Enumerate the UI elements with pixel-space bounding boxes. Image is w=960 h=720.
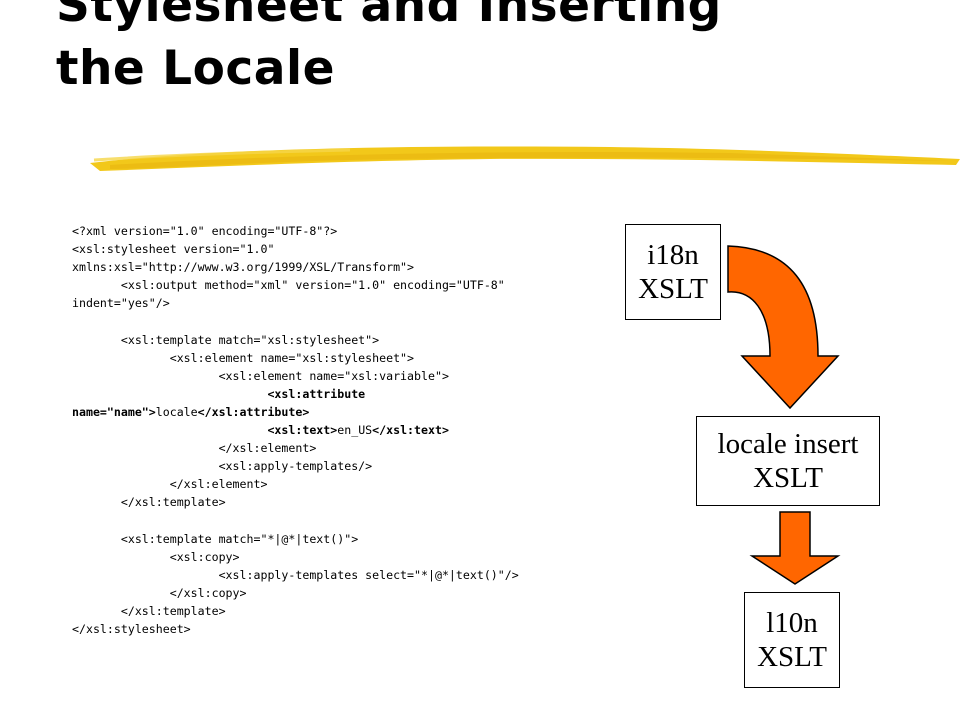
code-line: <xsl:stylesheet version="1.0" [72,242,275,257]
code-line: <xsl:apply-templates/> [72,459,373,474]
code-line: indent="yes"/> [72,296,170,311]
code-line: </xsl:element> [72,441,317,456]
title-line-1: Stylesheet and Inserting [56,0,722,33]
l10n-xslt-box: l10n XSLT [744,592,840,688]
yellow-brush-underline [90,146,960,171]
code-line: </xsl:stylesheet> [72,622,191,637]
code-line: <xsl:attribute [72,386,366,401]
code-line: <xsl:copy> [72,549,240,564]
code-line: </xsl:element> [72,477,268,492]
xslt-code-listing: <?xml version="1.0" encoding="UTF-8"?> <x… [72,222,592,638]
slide-title: Stylesheet and Inserting the Locale [56,0,916,100]
code-line: <xsl:template match="*|@*|text()"> [72,531,359,546]
l10n-label: l10n [766,607,818,639]
code-line: name="name">locale</xsl:attribute> [72,404,310,419]
down-arrow-icon [749,511,841,585]
i18n-xslt-box: i18n XSLT [625,224,721,320]
locale-xslt-label: XSLT [753,462,823,494]
i18n-label: i18n [647,239,699,271]
i18n-xslt-label: XSLT [638,273,708,305]
code-line: <xsl:apply-templates select="*|@*|text()… [72,567,519,582]
code-line: </xsl:template> [72,603,226,618]
code-line: </xsl:template> [72,495,226,510]
code-line: <xsl:element name="xsl:variable"> [72,368,449,383]
code-line: <xsl:element name="xsl:stylesheet"> [72,350,415,365]
l10n-xslt-label: XSLT [757,641,827,673]
locale-insert-xslt-box: locale insert XSLT [696,416,880,506]
code-line: <xsl:template match="xsl:stylesheet"> [72,332,380,347]
code-line: xmlns:xsl="http://www.w3.org/1999/XSL/Tr… [72,260,415,275]
code-line: <xsl:output method="xml" version="1.0" e… [72,278,505,293]
locale-insert-label: locale insert [717,428,859,460]
code-line: </xsl:copy> [72,585,247,600]
code-line: <xsl:text>en_US</xsl:text> [72,423,449,438]
curved-arrow-icon [727,245,840,410]
title-line-2: the Locale [56,41,335,96]
code-line: <?xml version="1.0" encoding="UTF-8"?> [72,224,338,238]
